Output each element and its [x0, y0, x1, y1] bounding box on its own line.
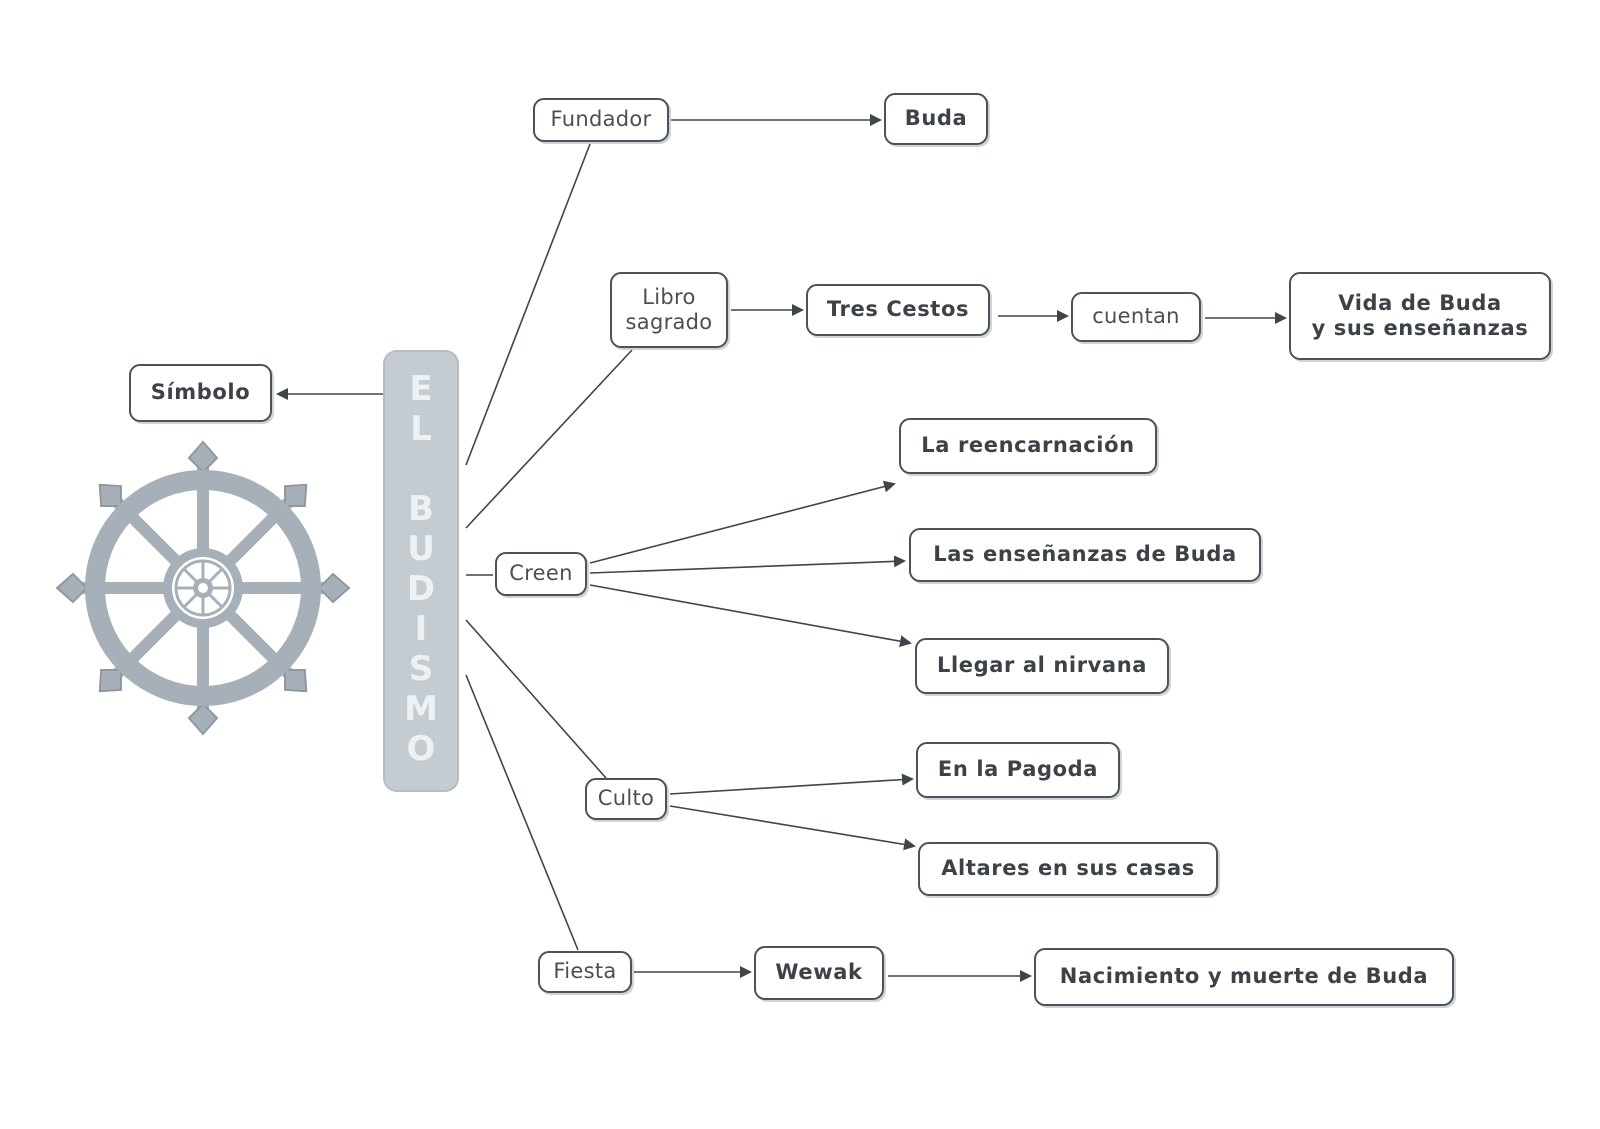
node-label: Fundador: [550, 107, 652, 132]
node-label: Símbolo: [150, 380, 251, 405]
node-libro-sagrado[interactable]: Libro sagrado: [610, 272, 728, 348]
edge-creen-ensenanzas: [589, 555, 906, 574]
center-letter: M: [404, 689, 438, 729]
node-label: Tres Cestos: [826, 297, 970, 322]
dharma-wheel-icon: [56, 440, 350, 736]
center-letter: O: [406, 729, 436, 769]
node-fiesta[interactable]: Fiesta: [538, 951, 632, 993]
node-wewak[interactable]: Wewak: [754, 946, 884, 1000]
node-label-line: Vida de Buda: [1338, 290, 1502, 315]
node-fundador[interactable]: Fundador: [533, 98, 669, 142]
edge-center-culto: [465, 619, 607, 779]
center-letter: B: [408, 489, 434, 529]
center-letter: S: [408, 649, 434, 689]
edge-culto-pagoda: [669, 773, 914, 795]
node-buda[interactable]: Buda: [884, 93, 988, 145]
node-pagoda[interactable]: En la Pagoda: [916, 742, 1120, 798]
node-label: Las enseñanzas de Buda: [933, 542, 1237, 567]
edge-center-fiesta: [465, 674, 579, 951]
node-nacimiento-muerte[interactable]: Nacimiento y muerte de Buda: [1034, 948, 1454, 1006]
node-culto[interactable]: Culto: [585, 778, 667, 820]
node-label-line: Libro: [642, 284, 696, 309]
center-letter: U: [407, 529, 435, 569]
node-label: Creen: [509, 561, 573, 586]
center-letter: D: [406, 569, 436, 609]
center-letter: I: [414, 609, 428, 649]
node-nirvana[interactable]: Llegar al nirvana: [915, 638, 1169, 694]
node-simbolo[interactable]: Símbolo: [129, 364, 272, 422]
node-label: En la Pagoda: [937, 757, 1099, 782]
node-label: Buda: [904, 106, 968, 131]
node-vida-buda[interactable]: Vida de Buda y sus enseñanzas: [1289, 272, 1551, 360]
center-letter: E: [409, 369, 433, 409]
node-label: Altares en sus casas: [941, 856, 1195, 881]
node-label-line: sagrado: [625, 310, 713, 334]
center-title-bar: E L B U D I S M O: [383, 350, 459, 792]
edge-creen-nirvana: [589, 584, 912, 648]
node-altares[interactable]: Altares en sus casas: [918, 842, 1218, 896]
node-ensenanzas-buda[interactable]: Las enseñanzas de Buda: [909, 528, 1261, 582]
node-label: cuentan: [1092, 304, 1180, 329]
center-letter: L: [410, 409, 432, 449]
node-label-line: y sus enseñanzas: [1311, 316, 1529, 340]
edge-creen-reencarnacion: [589, 480, 896, 564]
node-creen[interactable]: Creen: [495, 552, 587, 596]
edge-culto-altares: [669, 805, 916, 851]
edge-center-fundador: [465, 143, 591, 466]
node-label: La reencarnación: [921, 433, 1135, 458]
node-label: Culto: [597, 786, 655, 811]
edge-center-libro: [465, 349, 633, 529]
node-label: Nacimiento y muerte de Buda: [1059, 964, 1429, 989]
node-reencarnacion[interactable]: La reencarnación: [899, 418, 1157, 474]
node-cuentan[interactable]: cuentan: [1071, 292, 1201, 342]
node-label: Fiesta: [553, 959, 617, 984]
node-tres-cestos[interactable]: Tres Cestos: [806, 284, 990, 336]
node-label: Wewak: [775, 960, 863, 985]
node-label: Llegar al nirvana: [936, 653, 1148, 678]
